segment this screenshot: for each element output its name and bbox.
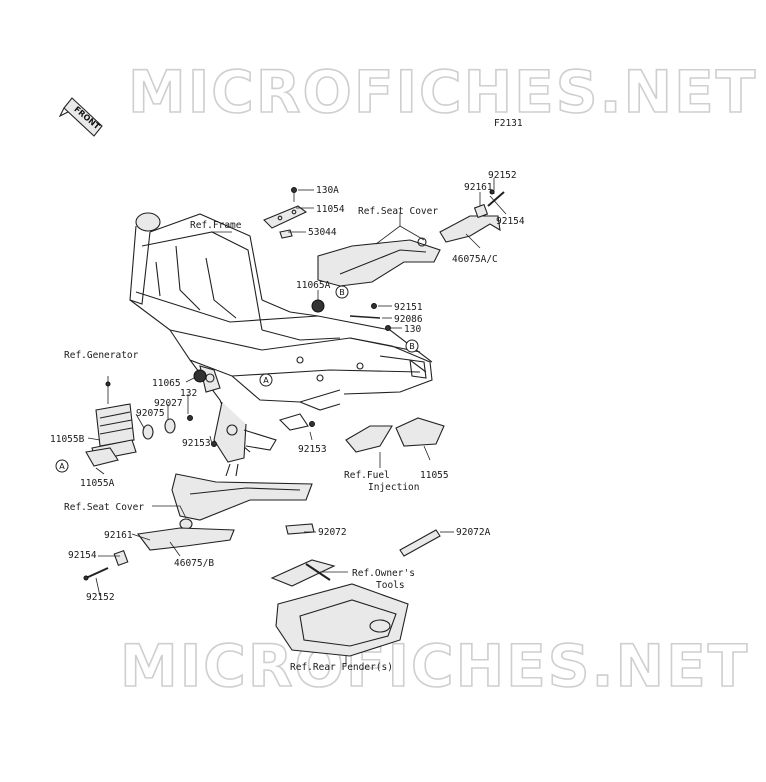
label-ref-frame: Ref.Frame: [190, 220, 242, 231]
label-130: 130: [404, 324, 421, 335]
label-ref-generator: Ref.Generator: [64, 350, 139, 361]
label-11065A: 11065A: [296, 280, 331, 291]
label-92152-bottom: 92152: [86, 592, 115, 603]
label-92154-top: 92154: [496, 216, 525, 227]
part-seat-cover-upper: [317, 237, 441, 287]
label-92153-left: 92153: [182, 438, 211, 449]
part-92153-left: [211, 441, 217, 447]
figure-code: F2131: [494, 118, 523, 129]
label-46075A-C: 46075A/C: [452, 254, 498, 265]
label-92152-top: 92152: [488, 170, 517, 181]
label-92151: 92151: [394, 302, 423, 313]
leader-lines: [87, 178, 507, 666]
svg-text:A: A: [263, 376, 269, 385]
part-seat-cover-lower: [171, 473, 313, 530]
part-130: [385, 325, 391, 331]
part-owners-tools: [270, 559, 336, 587]
part-92153-mid: [309, 421, 315, 427]
part-regulator-rectifier: [95, 376, 135, 447]
label-ref-owners: Ref.Owner's: [352, 568, 415, 579]
label-11054: 11054: [316, 204, 345, 215]
part-46075-B-grab-rail: [83, 527, 235, 581]
label-ref-seat-cover-bottom: Ref.Seat Cover: [64, 502, 144, 513]
part-92027-collar: [164, 418, 176, 434]
label-132: 132: [180, 388, 197, 399]
part-11065A-grommet: [311, 299, 325, 313]
callout-A-frame: A: [259, 373, 273, 387]
watermark-bottom: MICROFICHES.NET: [120, 632, 749, 700]
label-130A: 130A: [316, 185, 339, 196]
label-11055A: 11055A: [80, 478, 115, 489]
part-92075-collar: [142, 424, 154, 440]
label-92153-mid: 92153: [298, 444, 327, 455]
label-ref-rear-fender: Ref.Rear Fender(s): [290, 662, 393, 673]
part-11055-covers: [345, 417, 445, 453]
svg-text:A: A: [59, 462, 65, 471]
labels: 130A 11054 53044 11065A Ref.Frame Ref.Se…: [50, 170, 525, 673]
label-92154-bottom: 92154: [68, 550, 97, 561]
callout-B-seat: B: [335, 285, 349, 299]
label-92161-bottom: 92161: [104, 530, 133, 541]
label-92086: 92086: [394, 314, 423, 325]
label-92161-top: 92161: [464, 182, 493, 193]
callout-B-frame: B: [405, 339, 419, 353]
part-11054-bracket: [263, 205, 308, 229]
label-92075: 92075: [136, 408, 165, 419]
label-11055B: 11055B: [50, 434, 85, 445]
label-ref-fuel: Ref.Fuel: [344, 470, 390, 481]
label-46075-B: 46075/B: [174, 558, 214, 569]
part-132-bolt: [187, 415, 193, 421]
part-11055A-bracket: [85, 447, 119, 467]
label-injection: Injection: [368, 482, 419, 493]
label-53044: 53044: [308, 227, 337, 238]
label-tools: Tools: [376, 580, 405, 591]
part-130A: [291, 187, 297, 202]
part-rear-fender-tray: [275, 583, 409, 657]
callout-A-bracket: A: [55, 459, 69, 473]
part-53044: [279, 229, 293, 239]
label-92027: 92027: [154, 398, 183, 409]
label-ref-seat-cover-top: Ref.Seat Cover: [358, 206, 438, 217]
front-arrow-icon: FRONT: [58, 97, 103, 137]
part-92151: [371, 303, 377, 309]
label-92072A: 92072A: [456, 527, 491, 538]
label-11065: 11065: [152, 378, 181, 389]
part-92072A-strap: [399, 529, 441, 557]
part-92072-strap: [285, 523, 315, 535]
svg-text:B: B: [409, 342, 415, 351]
label-11055: 11055: [420, 470, 449, 481]
svg-text:B: B: [339, 288, 345, 297]
part-46075A-C-grab-rail: [439, 189, 505, 243]
part-92086: [349, 315, 381, 319]
label-92072: 92072: [318, 527, 347, 538]
watermark-top: MICROFICHES.NET: [128, 58, 757, 126]
part-11065-grommet: [193, 369, 207, 383]
